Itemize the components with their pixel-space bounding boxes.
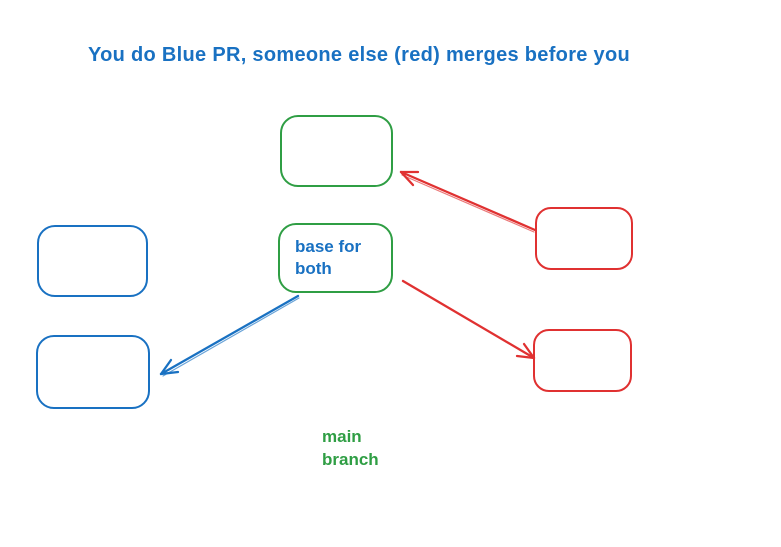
- diagram-title: You do Blue PR, someone else (red) merge…: [88, 44, 631, 66]
- bottom-left-blue-box: [36, 335, 150, 409]
- arrow-shaft-sketch: [162, 297, 300, 377]
- arrow-shaft: [401, 279, 536, 360]
- red-arrow-to-top-green: [399, 170, 537, 233]
- red-arrow-to-bottom-right-red: [401, 279, 536, 360]
- arrow-shaft: [159, 294, 300, 376]
- top-right-red-box: [535, 207, 633, 270]
- arrowhead: [159, 358, 180, 376]
- top-left-blue-box: [37, 225, 148, 297]
- arrowhead: [399, 170, 420, 187]
- center-green-box: base for both: [278, 223, 393, 293]
- arrow-shaft: [399, 170, 537, 232]
- center-green-box-label: base for both: [295, 237, 362, 278]
- bottom-right-red-box: [533, 329, 632, 392]
- arrow-shaft-sketch: [401, 174, 535, 233]
- blue-arrow-to-bottom-left-blue: [159, 294, 300, 377]
- main-branch-label: main branch: [322, 427, 379, 469]
- top-green-box: [280, 115, 393, 187]
- arrowhead: [515, 342, 536, 360]
